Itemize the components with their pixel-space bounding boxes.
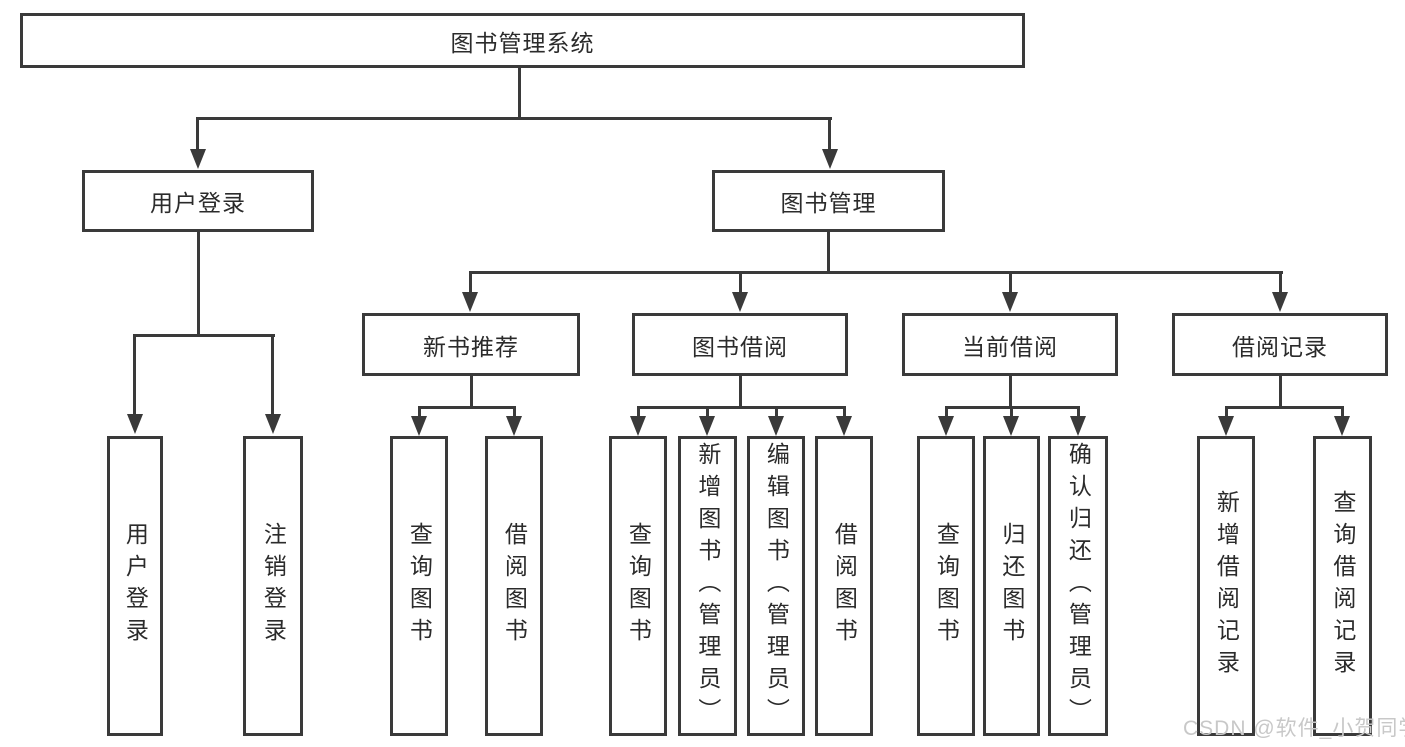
node-add-borrow-record-label: 新增借阅记录 xyxy=(1213,490,1240,682)
connector-line xyxy=(469,271,472,297)
node-add-book-admin: 新增图书（管理员） xyxy=(678,436,737,736)
node-borrow-records-label: 借阅记录 xyxy=(1232,333,1328,360)
arrowhead-down-icon xyxy=(1002,292,1018,312)
node-query-books-current: 查询图书 xyxy=(917,436,975,736)
node-edit-book-admin: 编辑图书（管理员） xyxy=(747,436,805,736)
node-new-book-recommend-label: 新书推荐 xyxy=(423,333,519,360)
connector-line xyxy=(843,406,846,421)
connector-line xyxy=(1341,406,1344,421)
connector-line xyxy=(271,334,274,417)
node-confirm-return-admin: 确认归还（管理员） xyxy=(1048,436,1108,736)
node-root-label: 图书管理系统 xyxy=(450,29,595,56)
node-add-borrow-record: 新增借阅记录 xyxy=(1197,436,1255,736)
node-return-book-label: 归还图书 xyxy=(998,522,1025,650)
arrowhead-down-icon xyxy=(768,416,784,436)
node-borrow-book-label: 借阅图书 xyxy=(831,522,858,650)
connector-line xyxy=(470,374,473,408)
connector-line xyxy=(513,406,516,421)
connector-line xyxy=(828,117,831,153)
arrowhead-down-icon xyxy=(732,292,748,312)
connector-line xyxy=(196,117,832,120)
node-confirm-return-admin-label: 确认归还（管理员） xyxy=(1065,442,1092,730)
arrowhead-down-icon xyxy=(462,292,478,312)
node-logout-label: 注销登录 xyxy=(260,522,287,650)
arrowhead-down-icon xyxy=(1070,416,1086,436)
arrowhead-down-icon xyxy=(506,416,522,436)
node-query-books-recommend-label: 查询图书 xyxy=(406,522,433,650)
connector-line xyxy=(1009,271,1012,297)
node-query-books-recommend: 查询图书 xyxy=(390,436,448,736)
connector-line xyxy=(469,271,1283,274)
connector-line xyxy=(1225,406,1228,421)
node-current-borrowing-label: 当前借阅 xyxy=(962,333,1058,360)
arrowhead-down-icon xyxy=(938,416,954,436)
node-query-books-current-label: 查询图书 xyxy=(933,522,960,650)
connector-line xyxy=(1077,406,1080,421)
connector-line xyxy=(739,374,742,408)
node-login-action: 用户登录 xyxy=(107,436,163,736)
node-logout: 注销登录 xyxy=(243,436,303,736)
connector-line xyxy=(1225,406,1343,409)
arrowhead-down-icon xyxy=(822,149,838,169)
node-query-books-borrowing-label: 查询图书 xyxy=(625,522,652,650)
node-book-management-label: 图书管理 xyxy=(780,190,877,216)
connector-line xyxy=(196,117,199,153)
connector-line xyxy=(1010,406,1013,421)
node-borrow-book: 借阅图书 xyxy=(815,436,873,736)
arrowhead-down-icon xyxy=(1334,416,1350,436)
node-query-borrow-record-label: 查询借阅记录 xyxy=(1329,490,1356,682)
connector-line xyxy=(637,406,845,409)
arrowhead-down-icon xyxy=(265,414,281,434)
connector-line xyxy=(945,406,948,421)
connector-line xyxy=(827,230,830,274)
connector-line xyxy=(133,334,136,417)
connector-line xyxy=(197,230,200,336)
node-query-borrow-record: 查询借阅记录 xyxy=(1313,436,1372,736)
connector-line xyxy=(518,66,521,119)
arrowhead-down-icon xyxy=(699,416,715,436)
node-user-login: 用户登录 xyxy=(82,170,314,232)
node-borrow-book-recommend: 借阅图书 xyxy=(485,436,543,736)
connector-line xyxy=(775,406,778,421)
connector-line xyxy=(1279,271,1282,297)
node-edit-book-admin-label: 编辑图书（管理员） xyxy=(763,442,790,730)
connector-line xyxy=(706,406,709,421)
connector-line xyxy=(418,406,515,409)
node-new-book-recommend: 新书推荐 xyxy=(362,313,580,376)
arrowhead-down-icon xyxy=(1272,292,1288,312)
arrowhead-down-icon xyxy=(411,416,427,436)
node-user-login-label: 用户登录 xyxy=(150,190,246,216)
connector-line xyxy=(1279,374,1282,408)
arrowhead-down-icon xyxy=(1003,416,1019,436)
connector-line xyxy=(637,406,640,421)
arrowhead-down-icon xyxy=(836,416,852,436)
node-borrow-book-recommend-label: 借阅图书 xyxy=(501,522,528,650)
node-book-management: 图书管理 xyxy=(712,170,945,232)
arrowhead-down-icon xyxy=(1218,416,1234,436)
node-current-borrowing: 当前借阅 xyxy=(902,313,1118,376)
connector-line xyxy=(418,406,421,421)
node-book-borrowing: 图书借阅 xyxy=(632,313,848,376)
arrowhead-down-icon xyxy=(630,416,646,436)
node-return-book: 归还图书 xyxy=(983,436,1040,736)
csdn-watermark: CSDN @软件_小贺同学 xyxy=(1183,717,1405,740)
arrowhead-down-icon xyxy=(190,149,206,169)
connector-line xyxy=(739,271,742,297)
arrowhead-down-icon xyxy=(127,414,143,434)
node-query-books-borrowing: 查询图书 xyxy=(609,436,667,736)
node-borrow-records: 借阅记录 xyxy=(1172,313,1388,376)
connector-line xyxy=(133,334,275,337)
node-root: 图书管理系统 xyxy=(20,13,1025,68)
node-add-book-admin-label: 新增图书（管理员） xyxy=(694,442,721,730)
node-login-action-label: 用户登录 xyxy=(122,522,149,650)
connector-line xyxy=(1009,374,1012,408)
node-book-borrowing-label: 图书借阅 xyxy=(692,333,788,360)
